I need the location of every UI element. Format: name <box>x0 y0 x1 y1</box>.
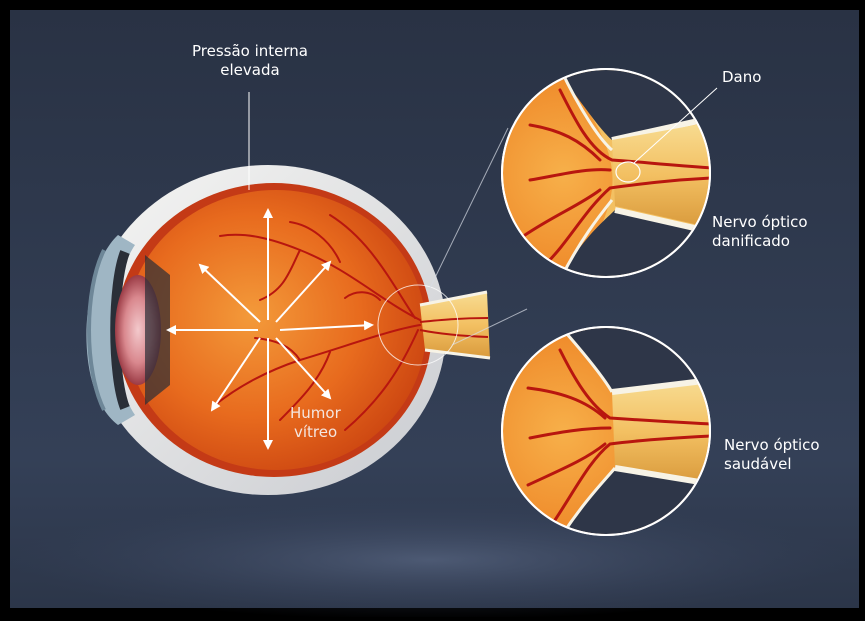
label-damage: Dano <box>722 68 761 87</box>
label-vitreous-humor: Humor vítreo <box>290 404 341 442</box>
label-humor-line1: Humor <box>290 404 341 423</box>
label-healthy-line2: saudável <box>724 455 820 474</box>
optic-nerve <box>420 292 490 358</box>
label-pressure: Pressão interna elevada <box>180 42 320 80</box>
label-damaged-line1: Nervo óptico <box>712 213 808 232</box>
label-damaged-line2: danificado <box>712 232 808 251</box>
label-healthy-nerve: Nervo óptico saudável <box>724 436 820 474</box>
label-damaged-nerve: Nervo óptico danificado <box>712 213 808 251</box>
label-pressure-line1: Pressão interna <box>180 42 320 61</box>
label-pressure-line2: elevada <box>180 61 320 80</box>
label-humor-line2: vítreo <box>290 423 341 442</box>
label-healthy-line1: Nervo óptico <box>724 436 820 455</box>
